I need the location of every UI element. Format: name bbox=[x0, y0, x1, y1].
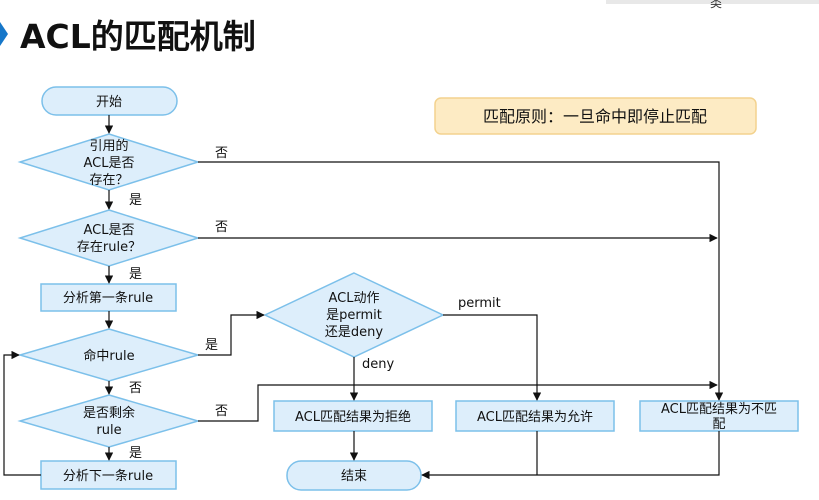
decision-acl-action-line2: 是permit bbox=[326, 308, 382, 323]
principle-box bbox=[434, 97, 757, 135]
decision-remaining-rule bbox=[17, 394, 201, 448]
end-label: 结束 bbox=[341, 469, 367, 484]
deny-result-node bbox=[273, 400, 433, 432]
decision-rule-exists-line2: 存在rule？ bbox=[77, 240, 141, 255]
label-hit-yes: 是 bbox=[205, 338, 218, 353]
analyze-next-rule-node bbox=[40, 460, 177, 490]
edge-remaining-no-to-right bbox=[198, 380, 718, 422]
analyze-next-rule-label: 分析下一条rule bbox=[63, 468, 153, 484]
permit-result-label: ACL匹配结果为允许 bbox=[477, 409, 593, 425]
end-node bbox=[286, 460, 422, 491]
nomatch-result-line2: 配 bbox=[712, 417, 725, 432]
decision-rule-exists bbox=[17, 209, 201, 267]
decision-remaining-rule-line1: 是否剩余 bbox=[83, 405, 135, 421]
edge-nomatch-to-end bbox=[421, 431, 720, 480]
decision-acl-action-line3: 还是deny bbox=[325, 325, 383, 340]
label-permit: permit bbox=[458, 296, 501, 311]
title-bullet-icon bbox=[0, 22, 8, 46]
decision-acl-action-line1: ACL动作 bbox=[329, 291, 380, 306]
label-remaining-no: 否 bbox=[215, 404, 228, 419]
edge-next-loop-to-hit bbox=[3, 350, 41, 476]
analyze-first-rule-label: 分析第一条rule bbox=[63, 290, 153, 306]
label-deny: deny bbox=[362, 357, 394, 372]
label-d1-yes: 是 bbox=[129, 193, 142, 208]
decision-acl-exists-line1: 引用的 bbox=[89, 138, 128, 154]
decision-acl-exists-line3: 存在？ bbox=[89, 173, 128, 188]
label-remaining-yes: 是 bbox=[129, 446, 142, 461]
decision-acl-exists-line2: ACL是否 bbox=[84, 156, 135, 171]
decision-hit-rule-label: 命中rule bbox=[83, 348, 134, 364]
permit-result-node bbox=[455, 400, 615, 432]
edge-action-permit bbox=[443, 314, 542, 401]
decision-remaining-rule-line2: rule bbox=[96, 423, 121, 438]
label-d1-no: 否 bbox=[215, 146, 228, 161]
decision-rule-exists-line1: ACL是否 bbox=[84, 223, 135, 238]
top-bar bbox=[606, 0, 819, 4]
page-title: ACL的匹配机制 bbox=[20, 17, 256, 56]
label-hit-no: 否 bbox=[129, 381, 142, 396]
edge-d1-no-to-nomatch bbox=[198, 161, 724, 401]
edge-hit-yes-to-action bbox=[198, 310, 265, 356]
deny-result-label: ACL匹配结果为拒绝 bbox=[295, 409, 411, 425]
label-d2-yes: 是 bbox=[129, 267, 142, 282]
nomatch-result-line1: ACL匹配结果为不匹 bbox=[661, 402, 777, 417]
start-label: 开始 bbox=[96, 95, 122, 110]
nomatch-result-node bbox=[639, 400, 799, 432]
principle-text: 匹配原则：一旦命中即停止匹配 bbox=[483, 107, 707, 126]
label-d2-no: 否 bbox=[215, 220, 228, 235]
top-right-fragment: 类 bbox=[710, 0, 723, 10]
